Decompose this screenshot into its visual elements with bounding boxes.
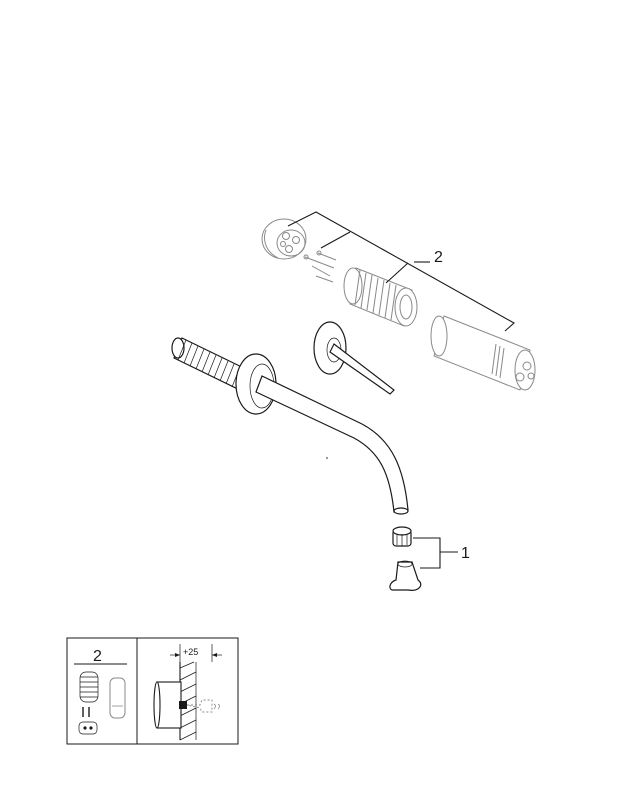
inset-dimension-label: +25 <box>183 647 198 657</box>
aerator <box>392 526 412 547</box>
inset-box-body <box>153 681 220 729</box>
inset-cartridge-body <box>109 677 126 719</box>
threaded-sleeve <box>343 267 418 327</box>
aerator-key <box>389 560 422 591</box>
inset-screws <box>82 707 90 717</box>
cartridge-disc <box>261 218 307 260</box>
inset-part-2-label: 2 <box>93 648 102 665</box>
handle-rosette-and-lever <box>313 321 395 395</box>
part-1-callout: 1 <box>461 545 470 562</box>
spout <box>255 375 409 515</box>
inset-dimension-line <box>170 644 222 662</box>
part-2-callout: 2 <box>434 249 443 266</box>
inset-panel <box>66 637 239 745</box>
cartridge-body <box>430 315 536 391</box>
fixing-screws <box>303 250 337 283</box>
wall-rosette <box>235 353 277 415</box>
part-1-bracket <box>413 537 458 569</box>
part-2-bracket <box>287 211 515 332</box>
inset-cartridge-disc <box>78 721 98 735</box>
inset-threaded-sleeve <box>79 671 99 703</box>
stray-mark <box>326 457 328 459</box>
